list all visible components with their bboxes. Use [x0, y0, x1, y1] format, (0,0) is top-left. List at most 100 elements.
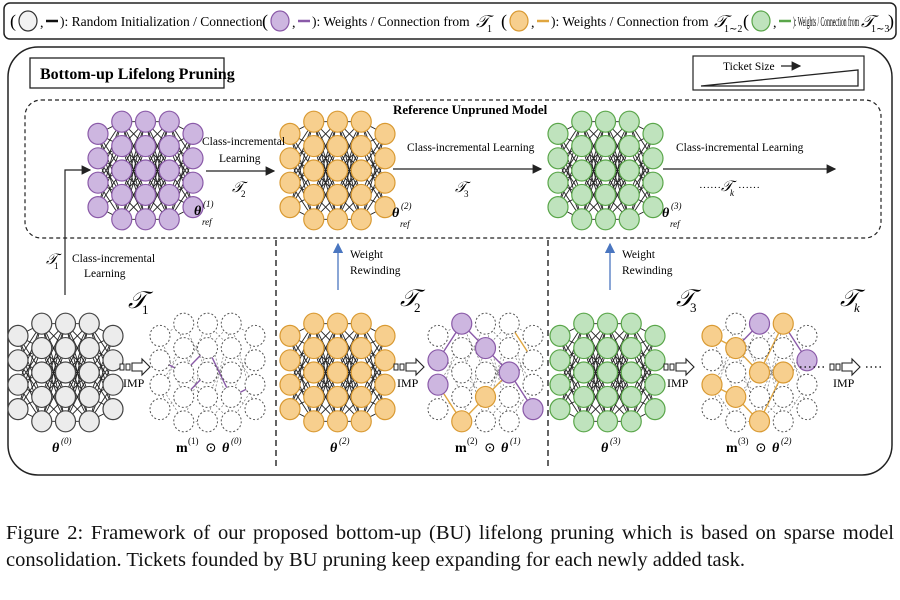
svg-text:······: ······ [699, 182, 721, 194]
imp-label: IMP [397, 376, 419, 390]
svg-text:𝒯: 𝒯 [455, 180, 471, 196]
svg-text:ref: ref [670, 219, 681, 229]
svg-text:(3): (3) [610, 436, 621, 446]
svg-text:ref: ref [400, 219, 411, 229]
svg-text:Weight: Weight [350, 249, 384, 261]
svg-text:𝒯: 𝒯 [676, 286, 702, 312]
svg-text:θ: θ [662, 206, 670, 221]
imp-arrow: IMP [393, 357, 425, 390]
svg-text:,: , [40, 16, 44, 31]
svg-text:3: 3 [690, 300, 697, 315]
svg-text:m: m [455, 441, 467, 456]
svg-text:1: 1 [54, 261, 59, 271]
svg-text:(2): (2) [339, 436, 350, 446]
diagram-title: Bottom-up Lifelong Pruning [40, 66, 235, 83]
svg-text:θ: θ [330, 441, 338, 456]
svg-text:Learning: Learning [219, 153, 261, 165]
legend-purple-node [270, 10, 290, 32]
svg-text:⊙: ⊙ [755, 441, 767, 456]
svg-text:): ) [888, 11, 894, 32]
imp-label: IMP [123, 376, 145, 390]
svg-text:𝒯: 𝒯 [840, 286, 866, 312]
legend: ( , ): Random Initialization / Connectio… [3, 2, 897, 40]
imp-arrow: IMP [663, 357, 695, 390]
svg-text:(0): (0) [231, 436, 242, 446]
svg-text:𝒯: 𝒯 [232, 180, 248, 196]
legend-gray-node [18, 10, 38, 32]
framework-diagram: ( , ): Random Initialization / Connectio… [3, 2, 897, 476]
svg-text:······: ······ [738, 182, 760, 194]
ref-net-1 [87, 110, 204, 231]
svg-text:(1): (1) [203, 199, 214, 209]
svg-text:(2): (2) [467, 436, 478, 446]
legend-task12-label: ): Weights / Connection from [551, 14, 709, 29]
svg-text:(0): (0) [61, 436, 72, 446]
svg-text:Rewinding: Rewinding [622, 265, 673, 277]
legend-random-label: ): Random Initialization / Connection [60, 14, 263, 29]
svg-text:Ticket Size: Ticket Size [723, 61, 775, 73]
svg-text:Class-incremental Learning: Class-incremental Learning [407, 142, 535, 154]
svg-text:Class-incremental: Class-incremental [202, 136, 285, 148]
svg-text:Rewinding: Rewinding [350, 265, 401, 277]
imp-arrow: IMP [829, 357, 861, 390]
svg-text:,: , [292, 16, 296, 31]
svg-text:(: ( [501, 11, 507, 32]
svg-text:(3): (3) [738, 436, 749, 446]
svg-text:m: m [176, 441, 188, 456]
ticket-net-1 [149, 312, 266, 433]
svg-text:Class-incremental: Class-incremental [72, 253, 155, 265]
svg-text:⊙: ⊙ [484, 441, 496, 456]
legend-task13-label: ): Weights / Connection from [793, 14, 859, 29]
svg-text:,: , [531, 16, 535, 31]
caption-line-1: Figure 2: Framework of our proposed bott… [6, 522, 894, 544]
svg-text:3: 3 [464, 189, 469, 199]
svg-text:m: m [726, 441, 738, 456]
svg-text:k: k [854, 300, 860, 315]
outer-frame [7, 46, 893, 476]
svg-text:,: , [773, 16, 777, 31]
svg-text:ref: ref [202, 217, 213, 227]
theta2-net [279, 312, 396, 433]
svg-text:Class-incremental Learning: Class-incremental Learning [676, 142, 804, 154]
svg-text:θ: θ [194, 204, 202, 219]
theta3-net [549, 312, 666, 433]
init-net [7, 312, 124, 433]
ticket-net-3 [701, 312, 818, 433]
reference-label: Reference Unpruned Model [393, 102, 548, 117]
svg-text:𝒯: 𝒯 [400, 286, 426, 312]
legend-task12-sub: 1∼2 [724, 24, 742, 35]
imp-label: IMP [667, 376, 689, 390]
ticket-size-indicator: Ticket Size [692, 55, 865, 91]
svg-text:(2): (2) [401, 201, 412, 211]
svg-text:(1): (1) [510, 436, 521, 446]
svg-text:θ: θ [501, 441, 509, 456]
svg-text:𝒯: 𝒯 [128, 288, 154, 314]
svg-text:(3): (3) [671, 201, 682, 211]
caption-line-2: consolidation. Tickets founded by BU pru… [6, 549, 745, 571]
legend-task13-sub: 1∼3 [871, 24, 889, 35]
svg-text:(: ( [262, 11, 268, 32]
legend-task1-sub: 1 [487, 24, 492, 35]
svg-text:𝒯: 𝒯 [721, 179, 737, 195]
ref-net-2 [279, 110, 396, 231]
svg-text:θ: θ [52, 441, 60, 456]
svg-text:⊙: ⊙ [205, 441, 217, 456]
figure-caption: Figure 2: Framework of our proposed bott… [6, 520, 894, 574]
svg-text:(: ( [10, 11, 16, 32]
svg-text:Learning: Learning [84, 268, 126, 280]
svg-text:θ: θ [392, 206, 400, 221]
svg-text:(: ( [743, 11, 749, 32]
ticket-net-2 [427, 312, 544, 433]
svg-text:Weight: Weight [622, 249, 656, 261]
ref-net-3 [547, 110, 664, 231]
imp-label: IMP [833, 376, 855, 390]
imp-arrow: IMP [119, 357, 151, 390]
svg-text:k: k [730, 188, 735, 198]
legend-task1-label: ): Weights / Connection from [312, 14, 470, 29]
svg-text:2: 2 [414, 300, 421, 315]
legend-orange-node [509, 10, 529, 32]
svg-text:θ: θ [222, 441, 230, 456]
svg-text:1: 1 [142, 302, 149, 317]
svg-text:θ: θ [601, 441, 609, 456]
svg-text:(1): (1) [188, 436, 199, 446]
